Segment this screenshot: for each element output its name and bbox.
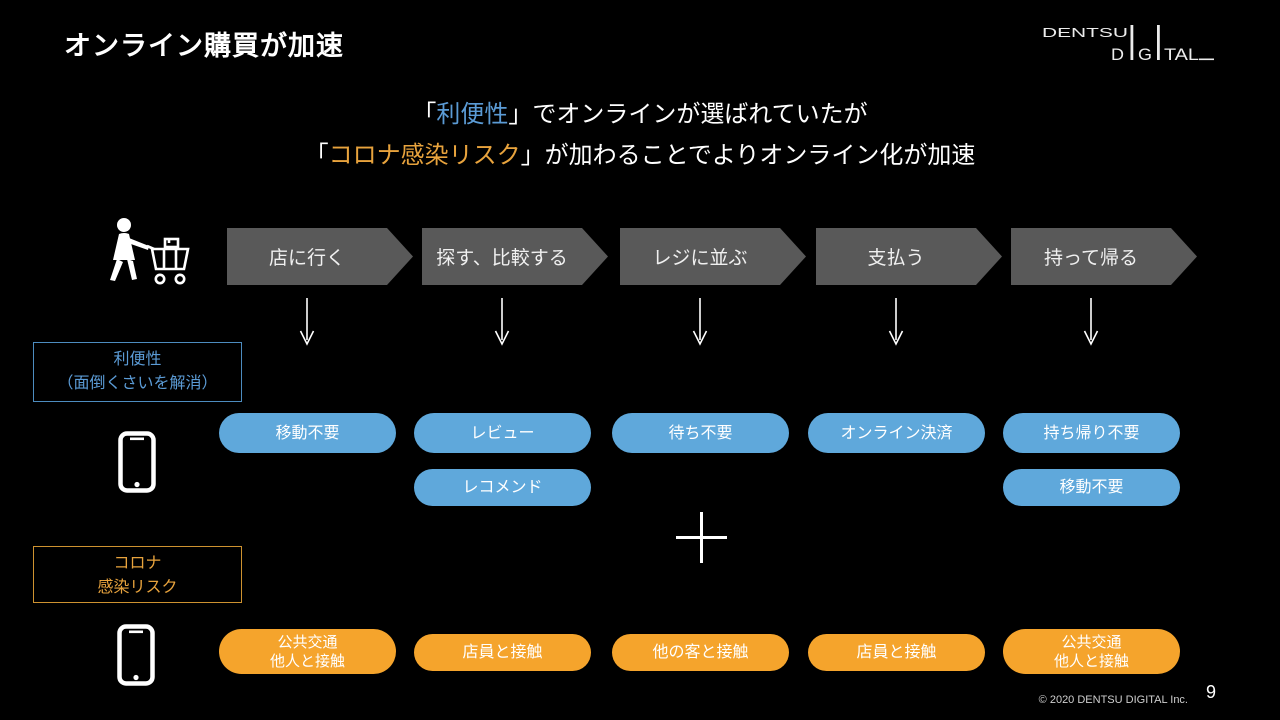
plus-vertical-bar [700,512,703,563]
flow-step-go-to-store: 店に行く [227,228,413,285]
flow-step-wait-in-line: レジに並ぶ [620,228,806,285]
risk-pill-line1: 公共交通 [277,633,338,651]
logo-i-bar-1 [1130,25,1134,60]
convenience-pill: 移動不要 [219,413,396,453]
down-arrow-icon [1083,298,1099,346]
convenience-label-line2: （面倒くさいを解消） [57,375,218,392]
page-number: 9 [1206,682,1217,702]
logo-i-bar-2 [1157,25,1160,60]
risk-pill: 公共交通 他人と接触 [1003,629,1180,674]
convenience-pill: 持ち帰り不要 [1003,413,1180,453]
corona-risk-label-line1: コロナ [113,555,162,572]
convenience-pill: レコメンド [414,469,591,506]
logo-d-text: D [1111,46,1124,64]
down-arrow-icon [888,298,904,346]
corona-risk-label-box: コロナ 感染リスク [33,546,242,603]
risk-pill: 店員と接触 [414,634,591,671]
convenience-pill: オンライン決済 [808,413,985,453]
subtitle-bracket: 「 [304,142,329,169]
convenience-pill: 待ち不要 [612,413,789,453]
risk-pill-line2: 他人と接触 [1053,652,1129,670]
subtitle: 「利便性」でオンラインが選ばれていたが 「コロナ感染リスク」が加わることでよりオ… [0,94,1280,176]
convenience-label-box: 利便性 （面倒くさいを解消） [33,342,242,402]
risk-pill: 店員と接触 [808,634,985,671]
person-with-shopping-cart-icon [110,218,190,285]
down-arrow-icon [692,298,708,346]
subtitle-text: 」が加わることでよりオンライン化が加速 [520,142,976,169]
down-arrow-icon [299,298,315,346]
risk-pill-line1: 公共交通 [1061,633,1122,651]
risk-pill-line2: 他人と接触 [269,652,345,670]
convenience-label-line1: 利便性 [113,351,162,368]
flow-step-search-compare: 探す、比較する [422,228,608,285]
smartphone-icon [117,624,155,686]
logo-underscore [1199,58,1214,61]
down-arrow-icon [494,298,510,346]
corona-risk-label-line2: 感染リスク [97,579,178,596]
subtitle-bracket: 「 [412,101,437,128]
subtitle-line-2: 「コロナ感染リスク」が加わることでよりオンライン化が加速 [0,135,1280,176]
risk-pill: 公共交通 他人と接触 [219,629,396,674]
flow-step-carry-home: 持って帰る [1011,228,1197,285]
convenience-pill: レビュー [414,413,591,453]
subtitle-highlight-convenience: 利便性 [436,101,509,128]
convenience-pill: 移動不要 [1003,469,1180,506]
subtitle-highlight-corona: コロナ感染リスク [328,142,521,169]
page-title: オンライン購買が加速 [64,31,344,61]
logo-dentsu-text: DENTSU [1042,25,1128,40]
subtitle-line-1: 「利便性」でオンラインが選ばれていたが [0,94,1280,135]
smartphone-icon [118,431,156,493]
flow-step-pay: 支払う [816,228,1002,285]
logo-tal-text: TAL [1164,46,1199,64]
subtitle-text: 」でオンラインが選ばれていたが [508,101,868,128]
logo-g-text: G [1138,46,1152,64]
risk-pill: 他の客と接触 [612,634,789,671]
copyright-text: © 2020 DENTSU DIGITAL Inc. [1038,694,1188,706]
plus-icon [664,500,739,575]
dentsu-digital-logo: DENTSU D G TAL [1042,25,1214,64]
